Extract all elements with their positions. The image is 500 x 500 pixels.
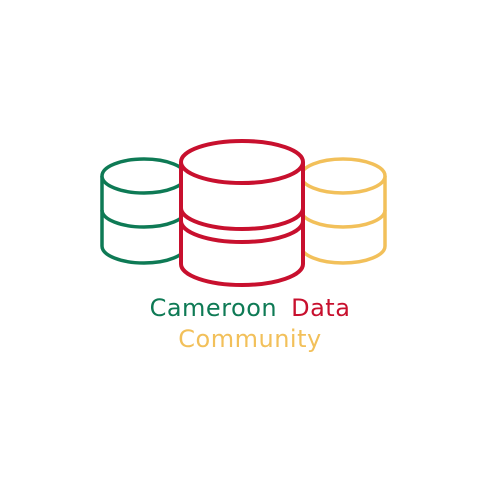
wordmark-line-2: Community: [0, 324, 500, 354]
red-database-icon: [179, 139, 305, 287]
wordmark-cameroon: Cameroon: [149, 294, 278, 322]
wordmark-line-1: Cameroon Data: [0, 293, 500, 323]
wordmark-community: Community: [178, 325, 322, 353]
yellow-database-icon: [299, 157, 387, 265]
green-database-icon: [100, 157, 188, 265]
wordmark-data: Data: [291, 294, 351, 322]
